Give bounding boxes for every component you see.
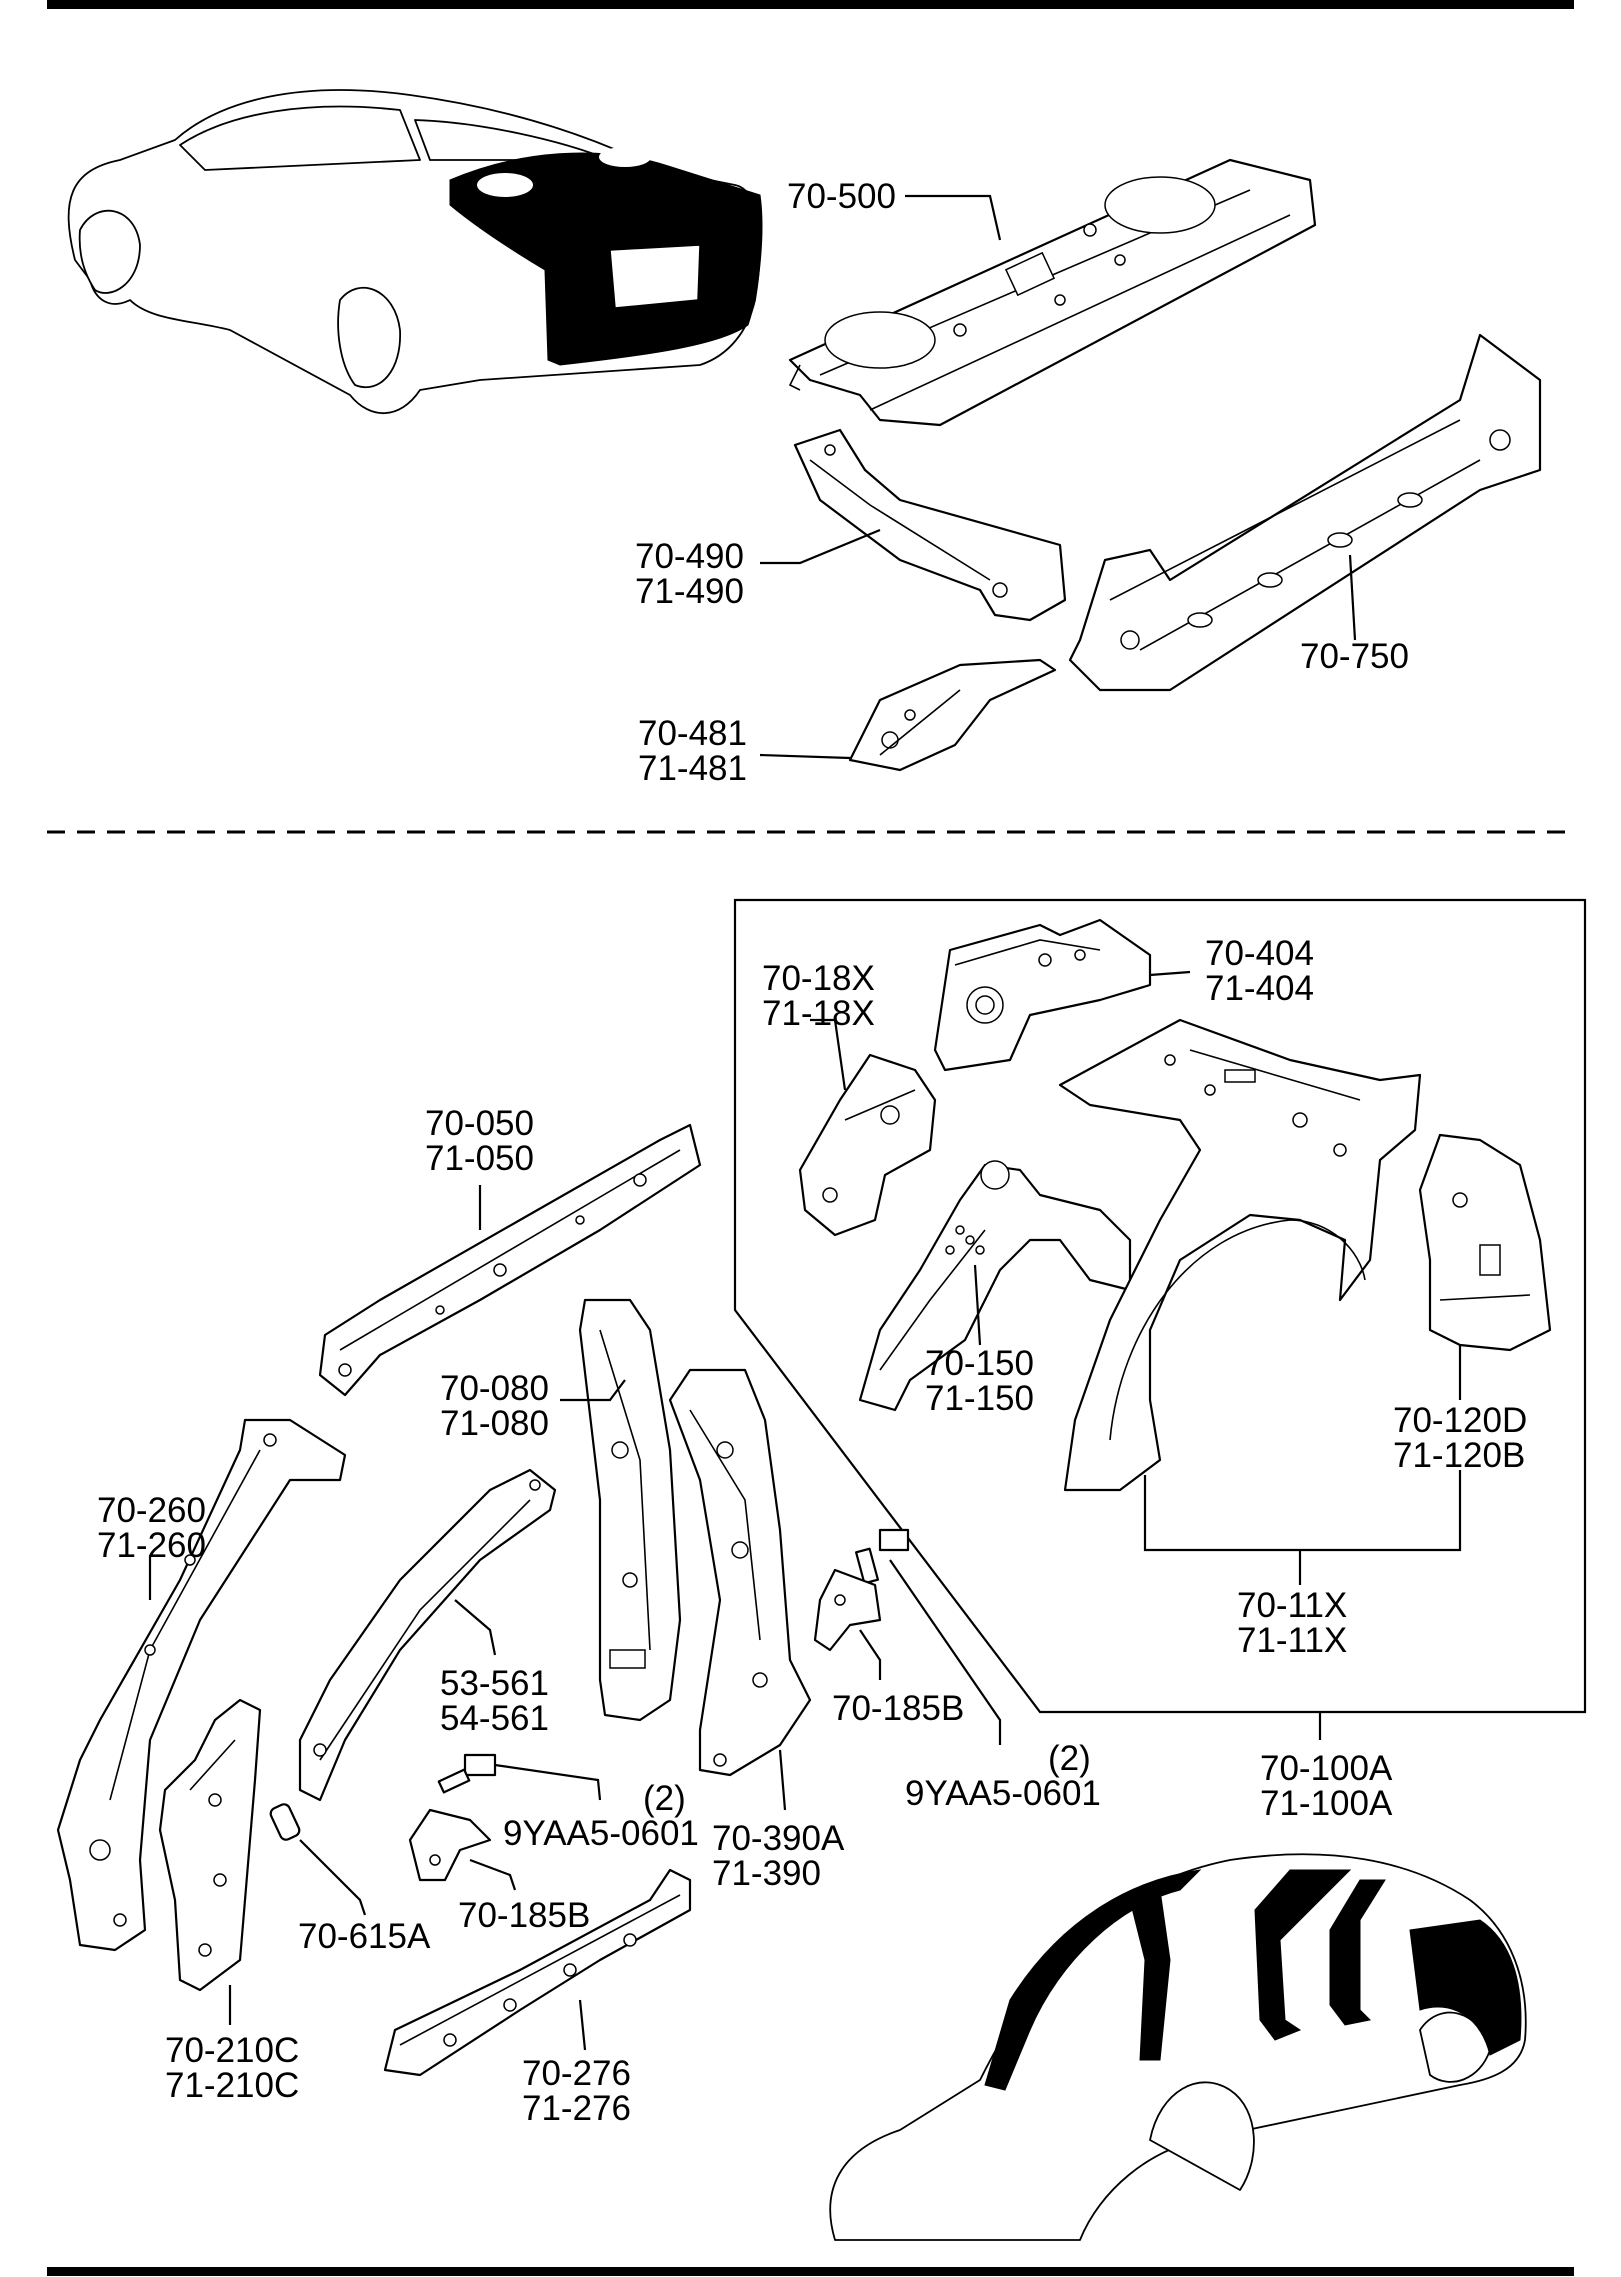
- part-70-750: [1068, 333, 1542, 692]
- label-71-490: 71-490: [635, 572, 744, 611]
- bottom-rule: [47, 2267, 1574, 2276]
- label-70-404: 70-404: [1205, 934, 1314, 973]
- leader-70-615a: [299, 1839, 367, 1916]
- label-70-276: 70-276: [522, 2054, 631, 2093]
- label-70-750: 70-750: [1300, 637, 1409, 676]
- label-70-120d: 70-120D: [1393, 1401, 1527, 1440]
- part-70-120d: [1418, 1133, 1552, 1352]
- label-70-210c: 70-210C: [165, 2031, 299, 2070]
- label-70-500: 70-500: [787, 177, 896, 216]
- part-70-404: [933, 918, 1152, 1072]
- leader-70-481: [759, 753, 851, 760]
- label-71-150: 71-150: [925, 1379, 1034, 1418]
- part-70-185b-left: [408, 1808, 492, 1882]
- label-70-260: 70-260: [97, 1491, 206, 1530]
- label-71-260: 71-260: [97, 1526, 206, 1565]
- part-70-210c: [158, 1698, 262, 1992]
- part-70-185b-right: [813, 1568, 882, 1652]
- part-70-050: [318, 1123, 702, 1397]
- leader-53-561: [454, 1599, 497, 1656]
- leader-70-390a: [778, 1749, 787, 1811]
- label-70-185b-right: 70-185B: [832, 1689, 964, 1728]
- part-70-490: [793, 428, 1067, 622]
- label-71-100a: 71-100A: [1260, 1784, 1393, 1823]
- leader-9yaa5-right: [889, 1559, 1002, 1745]
- label-71-11x: 71-11X: [1237, 1621, 1347, 1660]
- label-9yaa5-left: 9YAA5-0601: [503, 1814, 699, 1853]
- part-70-390a: [668, 1368, 812, 1777]
- label-70-390a: 70-390A: [712, 1819, 845, 1858]
- label-70-080: 70-080: [440, 1369, 549, 1408]
- label-qty-right: (2): [1048, 1739, 1091, 1778]
- leader-9yaa5-left: [494, 1763, 602, 1801]
- part-70-18x: [798, 1053, 937, 1237]
- label-53-561: 53-561: [440, 1664, 549, 1703]
- bolt-9yaa5-right: [854, 1528, 910, 1585]
- leader-70-185b-left: [469, 1858, 517, 1891]
- label-70-11x: 70-11X: [1237, 1586, 1347, 1625]
- label-71-210c: 71-210C: [165, 2066, 299, 2105]
- label-70-481: 70-481: [638, 714, 747, 753]
- label-70-490: 70-490: [635, 537, 744, 576]
- part-70-481: [848, 658, 1057, 772]
- leader-70-150: [973, 1264, 982, 1346]
- rear-package-tray: [788, 158, 1317, 427]
- inset-box: [733, 898, 1587, 1714]
- part-70-080: [578, 1298, 682, 1722]
- leader-70-11x: [1143, 1470, 1462, 1552]
- label-71-404: 71-404: [1205, 969, 1314, 1008]
- leader-70-500: [905, 194, 1002, 241]
- top-rule: [47, 0, 1574, 9]
- side-car-key-view: [829, 1853, 1527, 2241]
- label-70-185b-left: 70-185B: [458, 1896, 590, 1935]
- part-53-561: [298, 1468, 557, 1802]
- label-70-18x: 70-18X: [762, 959, 875, 998]
- part-rear-quarter-outer: [1058, 1018, 1422, 1492]
- label-71-080: 71-080: [440, 1404, 549, 1443]
- label-71-18x: 71-18X: [762, 994, 875, 1033]
- part-70-615a: [269, 1803, 301, 1841]
- leader-70-404: [1149, 970, 1191, 977]
- label-71-276: 71-276: [522, 2089, 631, 2128]
- leader-70-18x: [810, 1018, 847, 1091]
- label-70-100a: 70-100A: [1260, 1749, 1393, 1788]
- label-70-150: 70-150: [925, 1344, 1034, 1383]
- part-70-276: [383, 1868, 692, 2077]
- leader-70-080: [560, 1379, 626, 1402]
- bolt-9yaa5-left: [437, 1753, 497, 1794]
- label-54-561: 54-561: [440, 1699, 549, 1738]
- rear-car-key-view: [67, 89, 763, 415]
- label-qty-left: (2): [643, 1779, 686, 1818]
- label-70-615a: 70-615A: [298, 1917, 431, 1956]
- part-70-150: [858, 1160, 1132, 1412]
- leader-70-185b-right: [859, 1629, 882, 1680]
- label-71-050: 71-050: [425, 1139, 534, 1178]
- label-71-120b: 71-120B: [1393, 1436, 1525, 1475]
- label-71-390: 71-390: [712, 1854, 821, 1893]
- leader-70-276: [578, 1999, 587, 2051]
- leader-70-490: [760, 528, 881, 565]
- label-9yaa5-right: 9YAA5-0601: [905, 1774, 1101, 1813]
- label-70-050: 70-050: [425, 1104, 534, 1143]
- part-70-260: [56, 1418, 347, 1952]
- label-71-481: 71-481: [638, 749, 747, 788]
- leader-70-750: [1348, 554, 1357, 641]
